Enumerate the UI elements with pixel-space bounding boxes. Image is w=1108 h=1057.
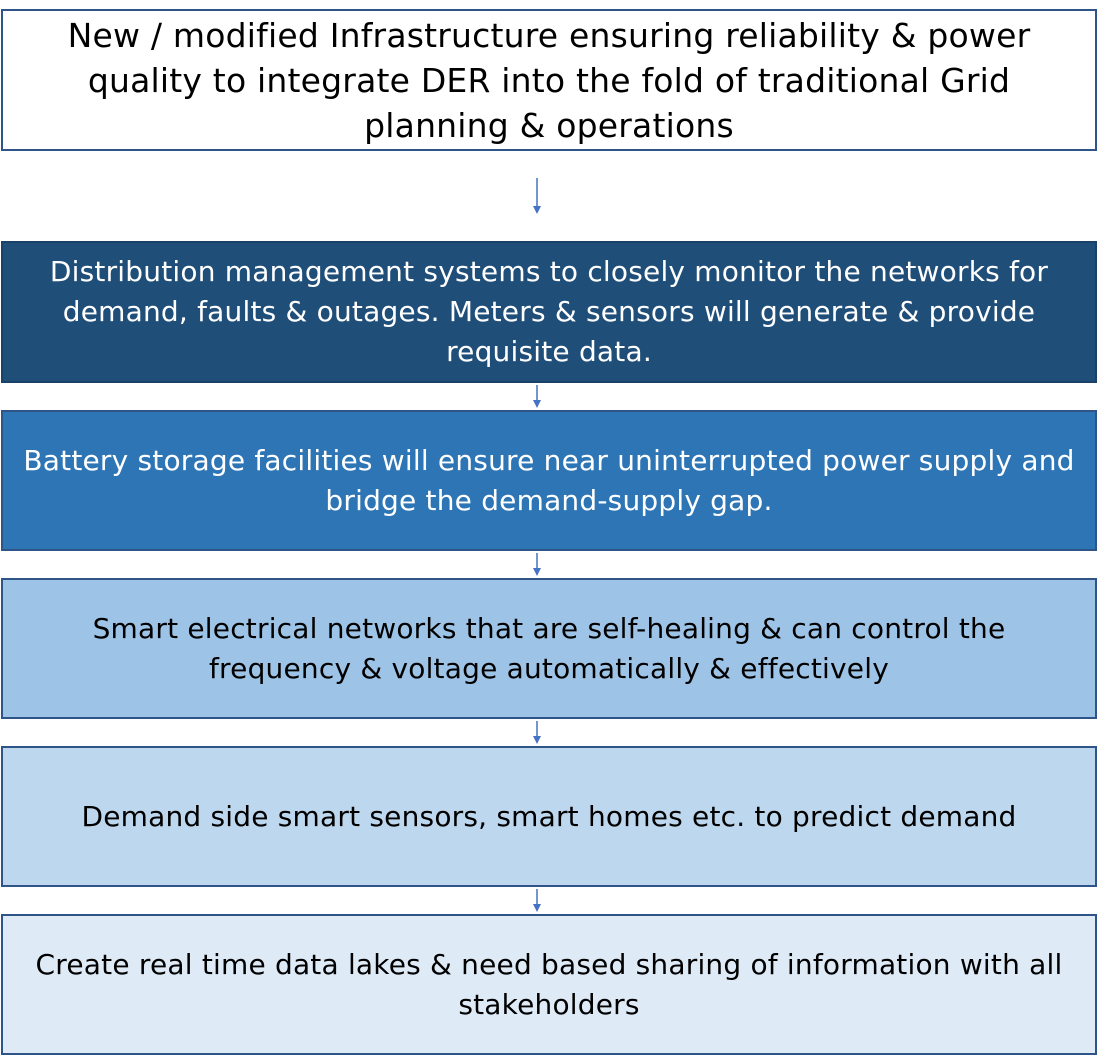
flow-step-text: Smart electrical networks that are self-… [92, 611, 1006, 685]
flow-step-text: Distribution management systems to close… [49, 255, 1049, 368]
flow-step-text: Create real time data lakes & need based… [35, 947, 1063, 1021]
flow-step-text: Demand side smart sensors, smart homes e… [81, 799, 1017, 833]
flow-step-infrastructure: New / modified Infrastructure ensuring r… [1, 9, 1097, 151]
flow-step-text: Battery storage facilities will ensure n… [23, 443, 1075, 517]
flow-step-data-lakes: Create real time data lakes & need based… [1, 914, 1097, 1055]
flow-step-smart-networks: Smart electrical networks that are self-… [1, 578, 1097, 719]
flow-step-text: New / modified Infrastructure ensuring r… [67, 15, 1031, 145]
flow-step-battery-storage: Battery storage facilities will ensure n… [1, 410, 1097, 551]
flow-step-distribution-management: Distribution management systems to close… [1, 241, 1097, 383]
flow-step-demand-side-sensors: Demand side smart sensors, smart homes e… [1, 746, 1097, 887]
